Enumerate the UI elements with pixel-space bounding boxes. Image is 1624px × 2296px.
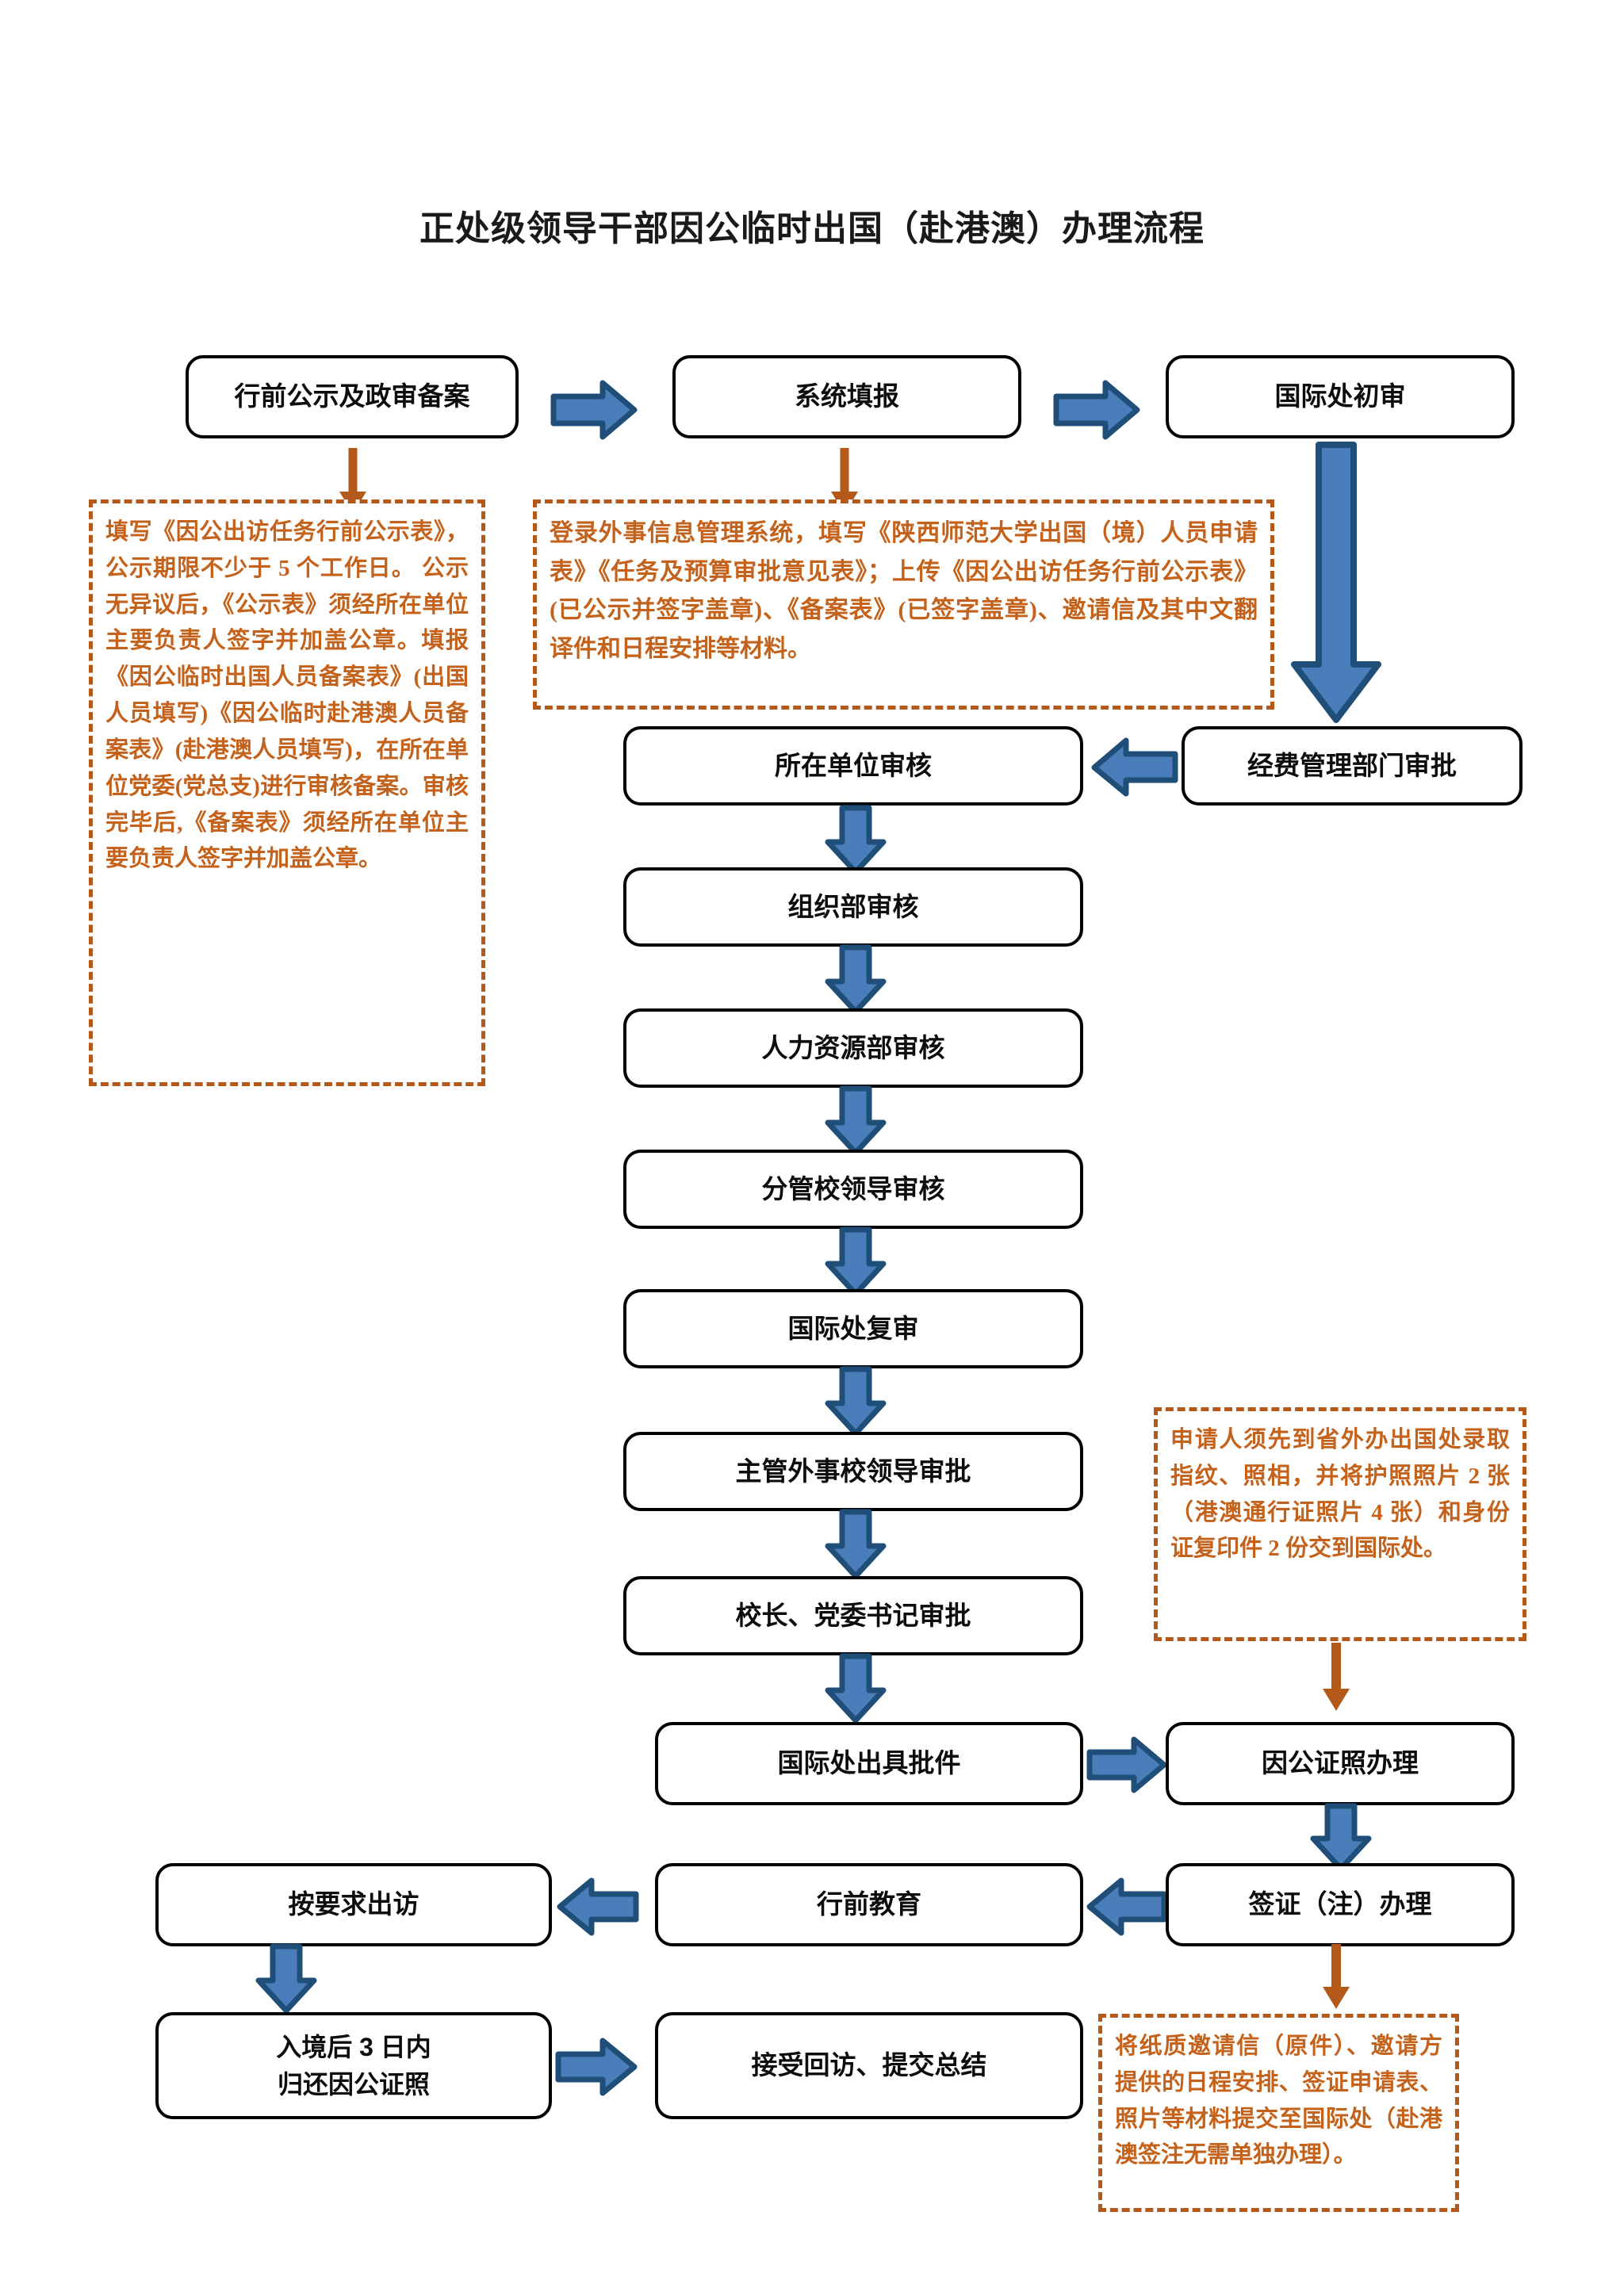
arrow-right-icon-2 [1053, 379, 1140, 441]
node-foreign-affairs-leader-approval[interactable]: 主管外事校领导审批 [623, 1432, 1083, 1511]
arrow-down-icon-2 [825, 944, 887, 1015]
arrow-left-icon-2 [555, 1877, 639, 1936]
node-visa-processing[interactable]: 签证（注）办理 [1166, 1863, 1515, 1946]
arrow-down-icon-5 [825, 1366, 887, 1437]
thin-arrow-down-icon-3 [1316, 1643, 1356, 1718]
return-passport-line-1: 入境后 3 日内 [276, 2033, 431, 2062]
arrow-down-icon-3 [825, 1085, 887, 1156]
node-return-passport[interactable]: 入境后 3 日内 归还因公证照 [155, 2012, 552, 2119]
node-hr-dept-review[interactable]: 人力资源部审核 [623, 1008, 1083, 1088]
return-passport-line-2: 归还因公证照 [277, 2069, 430, 2099]
arrow-down-icon-8 [1310, 1803, 1372, 1872]
arrow-right-icon-4 [555, 2038, 639, 2096]
arrow-left-icon-3 [1086, 1877, 1167, 1936]
arrow-down-icon-long [1291, 441, 1388, 726]
note-publicity: 填写《因公出访任务行前公示表》，公示期限不少于 5 个工作日。 公示无异议后，《… [89, 499, 485, 1086]
note-system-filing: 登录外事信息管理系统，填写《陕西师范大学出国（境）人员申请表》《任务及预算审批意… [533, 499, 1274, 710]
node-travel-as-required[interactable]: 按要求出访 [155, 1863, 552, 1946]
arrow-down-icon-4 [825, 1226, 887, 1297]
node-system-filing[interactable]: 系统填报 [672, 355, 1021, 438]
node-intl-office-second-review[interactable]: 国际处复审 [623, 1289, 1083, 1368]
note-passport: 申请人须先到省外办出国处录取指纹、照相，并将护照照片 2 张（港澳通行证照片 4… [1154, 1407, 1526, 1641]
node-funding-dept-approval[interactable]: 经费管理部门审批 [1182, 726, 1522, 806]
node-followup-summary[interactable]: 接受回访、提交总结 [655, 2012, 1083, 2119]
arrow-down-icon-9 [255, 1943, 317, 2014]
node-intl-office-first-review[interactable]: 国际处初审 [1166, 355, 1515, 438]
page-title: 正处级领导干部因公临时出国（赴港澳）办理流程 [419, 209, 1205, 248]
node-president-secretary-approval[interactable]: 校长、党委书记审批 [623, 1576, 1083, 1655]
arrow-left-icon-1 [1091, 737, 1178, 797]
node-pre-departure-education[interactable]: 行前教育 [655, 1863, 1083, 1946]
node-unit-review[interactable]: 所在单位审核 [623, 726, 1083, 806]
node-intl-office-issue-approval[interactable]: 国际处出具批件 [655, 1722, 1083, 1805]
node-vice-president-review[interactable]: 分管校领导审核 [623, 1150, 1083, 1229]
node-pre-trip-publicity[interactable]: 行前公示及政审备案 [186, 355, 519, 438]
arrow-down-icon-6 [825, 1509, 887, 1579]
node-org-dept-review[interactable]: 组织部审核 [623, 867, 1083, 947]
arrow-right-icon-3 [1086, 1736, 1167, 1793]
node-official-passport-processing[interactable]: 因公证照办理 [1166, 1722, 1515, 1805]
thin-arrow-down-icon-4 [1316, 1944, 1356, 2014]
arrow-right-icon-1 [550, 379, 638, 441]
arrow-down-icon-1 [825, 805, 887, 875]
note-visa: 将纸质邀请信（原件）、邀请方提供的日程安排、签证申请表、照片等材料提交至国际处（… [1098, 2014, 1459, 2212]
arrow-down-icon-7 [825, 1653, 887, 1724]
